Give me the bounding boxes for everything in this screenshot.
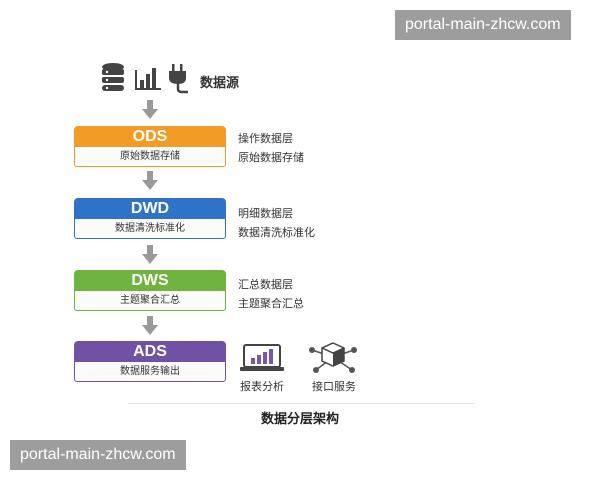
layer-dws-desc-line1: 汇总数据层 — [238, 278, 293, 291]
layer-dws-title: DWS — [74, 270, 226, 291]
arrow-down-icon — [142, 245, 158, 264]
layer-dws-description: 汇总数据层 主题聚合汇总 — [238, 275, 304, 313]
layer-ads-subtitle: 数据服务输出 — [74, 362, 226, 382]
layer-dws: DWS 主题聚合汇总 — [74, 270, 226, 312]
data-source-icons — [100, 60, 190, 94]
caption-divider — [128, 403, 474, 404]
layer-dwd-title: DWD — [74, 198, 226, 219]
layer-dws-desc-line2: 主题聚合汇总 — [238, 297, 304, 310]
layer-dwd: DWD 数据清洗标准化 — [74, 198, 226, 240]
output-api-label: 接口服务 — [312, 380, 356, 393]
watermark-bottom: portal-main-zhcw.com — [10, 440, 186, 470]
layer-dwd-subtitle: 数据清洗标准化 — [74, 219, 226, 239]
layer-dwd-desc-line2: 数据清洗标准化 — [238, 226, 315, 239]
layer-ods: ODS 原始数据存储 — [74, 126, 226, 168]
layer-ods-description: 操作数据层 原始数据存储 — [238, 129, 304, 167]
layer-ads-title: ADS — [74, 341, 226, 362]
layer-dwd-desc-line1: 明细数据层 — [238, 207, 293, 220]
diagram-caption: 数据分层架构 — [260, 412, 339, 427]
layer-dwd-description: 明细数据层 数据清洗标准化 — [238, 204, 315, 242]
data-source-label: 数据源 — [200, 76, 240, 91]
arrow-down-icon — [142, 100, 158, 119]
arrow-down-icon — [142, 316, 158, 335]
layer-dws-subtitle: 主题聚合汇总 — [74, 291, 226, 311]
output-report-label: 报表分析 — [240, 380, 284, 393]
plug-icon — [169, 64, 188, 94]
database-icon — [102, 63, 124, 91]
layer-ods-title: ODS — [74, 126, 226, 147]
bar-chart-icon — [135, 68, 161, 90]
watermark-top: portal-main-zhcw.com — [395, 10, 571, 40]
arrow-down-icon — [142, 171, 158, 190]
layer-ods-desc-line1: 操作数据层 — [238, 132, 293, 145]
layer-ods-subtitle: 原始数据存储 — [74, 147, 226, 167]
api-cube-icon — [309, 342, 357, 373]
layer-ods-desc-line2: 原始数据存储 — [238, 151, 304, 164]
layer-ads: ADS 数据服务输出 — [74, 341, 226, 383]
report-chart-icon — [240, 344, 284, 371]
